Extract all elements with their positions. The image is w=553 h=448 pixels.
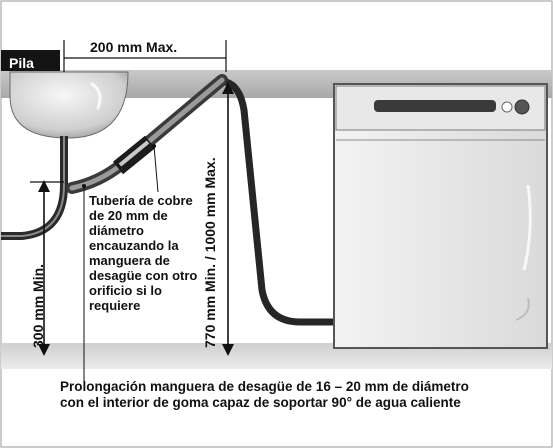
sink-label: Pila xyxy=(9,55,34,71)
sink-trap-pipe-highlight xyxy=(1,136,65,237)
drain-hose xyxy=(224,78,334,326)
min-height-label: 300 mm Min. xyxy=(30,263,46,348)
dishwasher-reflection-low xyxy=(515,297,530,321)
dim-300-arrow-up xyxy=(38,180,50,192)
dim-770-arrow-up xyxy=(222,82,234,94)
note-leader-sleeve xyxy=(153,145,159,193)
dim-770-arrow-down xyxy=(222,344,234,356)
note-leader-dot-sleeve xyxy=(152,144,156,148)
dim-300-arrow-down xyxy=(38,344,50,356)
horizontal-max-label: 200 mm Max. xyxy=(90,39,178,55)
hose-caption-line2: con el interior de goma capaz de soporta… xyxy=(60,395,461,410)
dishwasher-reflection xyxy=(522,184,532,271)
sink-label-box xyxy=(1,50,60,71)
sink-highlight xyxy=(90,82,102,110)
hose-caption: Prolongación manguera de desagüe de 16 –… xyxy=(60,379,530,411)
caption-leader-dot xyxy=(82,184,86,188)
dishwasher-handle-slot xyxy=(374,100,496,112)
pipe-sleeve-highlight xyxy=(118,140,150,167)
hose-caption-line1: Prolongación manguera de desagüe de 16 –… xyxy=(60,379,469,394)
dishwasher-button-small xyxy=(501,101,513,113)
dishwasher-knob xyxy=(514,99,530,115)
copper-pipe-note: Tubería de cobre de 20 mm de diámetro en… xyxy=(89,193,198,313)
